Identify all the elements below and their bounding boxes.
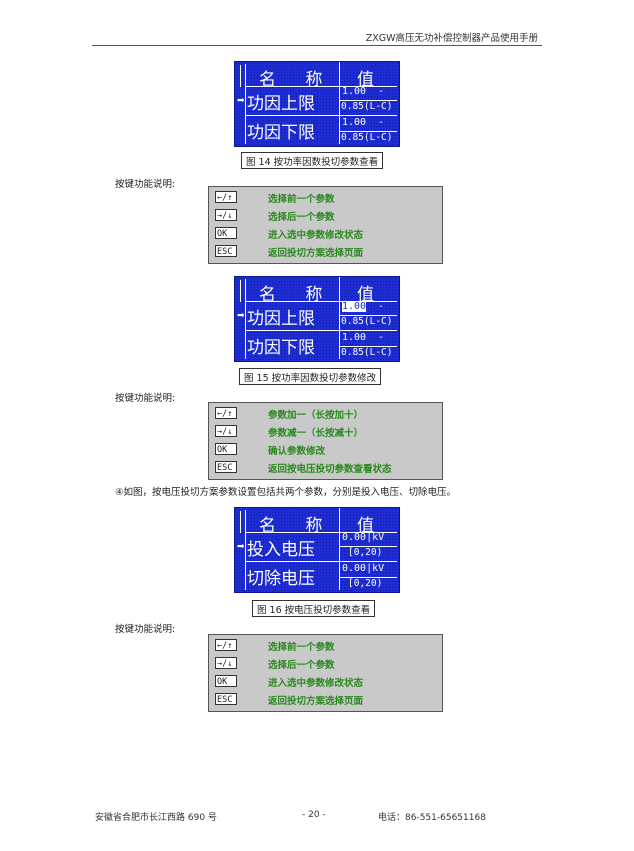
figure-caption: 图 15 按功率因数投切参数修改 — [239, 368, 382, 385]
col-name-header: 名 称 — [259, 285, 335, 305]
selection-arrow-icon: ➡ — [237, 96, 245, 106]
key-desc: 选择后一个参数 — [268, 660, 335, 671]
editing-value: 1.00 — [342, 301, 367, 312]
scroll-bar — [237, 64, 246, 144]
row2-value: 0.00|kV — [342, 563, 385, 574]
key-help-box: ←/↑ 参数加一（长按加十） →/↓ 参数减一（长按减十） OK 确认参数修改 ESC… — [208, 402, 443, 480]
key-help-box: ←/↑ 选择前一个参数 →/↓ 选择后一个参数 OK 进入选中参数修改状态 ESC 返回… — [208, 634, 443, 712]
footer-phone: 电话：86-551-65651168 — [378, 813, 486, 823]
key-desc: 参数加一（长按加十） — [268, 410, 364, 421]
key-desc: 返回投切方案选择页面 — [268, 248, 364, 259]
col-value-header: 值 — [357, 70, 374, 90]
row2-range: 0.85(L-C) — [341, 132, 393, 143]
lcd-header-row: 名 称 值 — [245, 279, 397, 305]
key-desc: 进入选中参数修改状态 — [268, 678, 364, 689]
row2-range: [0,20) — [348, 578, 383, 589]
key-desc: 返回按电压投切参数查看状态 — [268, 464, 392, 475]
key-desc: 进入选中参数修改状态 — [268, 230, 364, 241]
key-esc: ESC — [215, 693, 237, 705]
key-label: 按键功能说明: — [115, 393, 176, 404]
row1-value: 1.00 - — [342, 86, 385, 97]
selection-arrow-icon: ➡ — [237, 542, 245, 552]
header-rule — [92, 45, 542, 46]
key-label: 按键功能说明: — [115, 624, 176, 635]
row2-label: 切除电压 — [247, 569, 315, 589]
key-left-up: ←/↑ — [215, 639, 237, 651]
page-header-title: ZXGW高压无功补偿控制器产品使用手册 — [365, 33, 538, 44]
key-desc: 参数减一（长按减十） — [268, 428, 364, 439]
key-desc: 返回投切方案选择页面 — [268, 696, 364, 707]
key-ok: OK — [215, 227, 237, 239]
row1-range: 0.85(L-C) — [341, 316, 393, 327]
lcd-panel-voltage-view: 名 称 值 ➡ 投入电压 0.00|kV [0,20) 切除电压 0.00|kV… — [234, 507, 400, 593]
row2-label: 功因下限 — [247, 123, 315, 143]
key-right-down: →/↓ — [215, 657, 237, 669]
key-help-box: ←/↑ 选择前一个参数 →/↓ 选择后一个参数 OK 进入选中参数修改状态 ESC 返回… — [208, 186, 443, 264]
lcd-header-row: 名 称 值 — [245, 510, 397, 536]
row1-label: 功因上限 — [247, 309, 315, 329]
lcd-panel-power-factor-edit: 名 称 值 ➡ 功因上限 1.00 - 0.85(L-C) 功因下限 1.00 … — [234, 276, 400, 362]
key-esc: ESC — [215, 245, 237, 257]
row1-range: [0,20) — [348, 547, 383, 558]
row2-value: 1.00 - — [342, 117, 385, 128]
footer-page-number: - 20 - — [302, 810, 326, 820]
key-ok: OK — [215, 443, 237, 455]
col-name-header: 名 称 — [259, 516, 335, 536]
col-name-header: 名 称 — [259, 70, 335, 90]
row2-range: 0.85(L-C) — [341, 347, 393, 358]
lcd-panel-power-factor-view: 名 称 值 ➡ 功因上限 1.00 - 0.85(L-C) 功因下限 1.00 … — [234, 61, 400, 147]
row2-value: 1.00 - — [342, 332, 385, 343]
col-value-header: 值 — [357, 285, 374, 305]
row2-label: 功因下限 — [247, 338, 315, 358]
key-left-up: ←/↑ — [215, 191, 237, 203]
key-desc: 选择后一个参数 — [268, 212, 335, 223]
key-left-up: ←/↑ — [215, 407, 237, 419]
row1-value: 1.00 - — [342, 301, 385, 312]
body-paragraph: ④如图，按电压投切方案参数设置包括共两个参数，分别是投入电压、切除电压。 — [115, 487, 457, 498]
col-value-header: 值 — [357, 516, 374, 536]
selection-arrow-icon: ➡ — [237, 311, 245, 321]
row1-label: 功因上限 — [247, 94, 315, 114]
scroll-bar — [237, 279, 246, 359]
row1-range: 0.85(L-C) — [341, 101, 393, 112]
key-label: 按键功能说明: — [115, 179, 176, 190]
footer-address: 安徽省合肥市长江西路 690 号 — [95, 813, 217, 823]
key-desc: 确认参数修改 — [268, 446, 326, 457]
scroll-bar — [237, 510, 246, 590]
key-esc: ESC — [215, 461, 237, 473]
row1-value: 0.00|kV — [342, 532, 385, 543]
row1-label: 投入电压 — [247, 540, 315, 560]
key-right-down: →/↓ — [215, 209, 237, 221]
figure-caption: 图 14 按功率因数投切参数查看 — [241, 152, 384, 169]
key-ok: OK — [215, 675, 237, 687]
figure-caption: 图 16 按电压投切参数查看 — [252, 600, 376, 617]
key-right-down: →/↓ — [215, 425, 237, 437]
key-desc: 选择前一个参数 — [268, 642, 335, 653]
lcd-header-row: 名 称 值 — [245, 64, 397, 90]
key-desc: 选择前一个参数 — [268, 194, 335, 205]
